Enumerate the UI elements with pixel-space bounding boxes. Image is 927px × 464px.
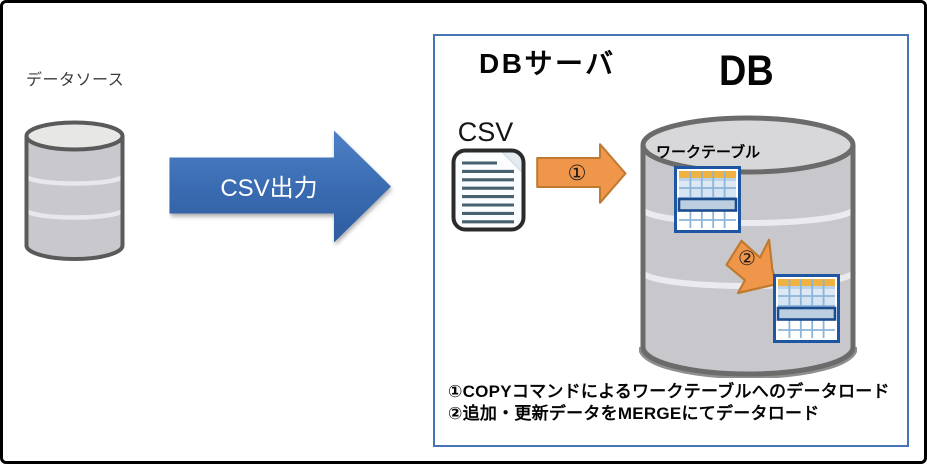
note-step2: ②追加・更新データをMERGEにてデータロード — [448, 403, 820, 423]
work-table-icon — [674, 166, 741, 233]
csv-file-icon — [451, 148, 526, 232]
notes-block: ①COPYコマンドによるワークテーブルへのデータロード ②追加・更新データをME… — [448, 381, 900, 424]
db-server-title: DBサーバ — [479, 48, 616, 79]
datasource-label: データソース — [26, 72, 125, 89]
csv-file-label: CSV — [457, 117, 514, 147]
db-title: DB — [719, 47, 774, 95]
target-table-icon — [773, 274, 840, 343]
step1-arrow-icon — [536, 143, 627, 204]
work-table-label: ワークテーブル — [656, 144, 761, 161]
csv-export-arrow-label: CSV出力 — [220, 175, 318, 202]
csv-export-arrow-icon — [169, 130, 391, 243]
step2-marker: ② — [738, 248, 756, 270]
note-step1: ①COPYコマンドによるワークテーブルへのデータロード — [448, 382, 890, 401]
step1-marker: ① — [567, 162, 587, 185]
db-server-box — [433, 34, 909, 447]
datasource-cylinder-icon — [24, 120, 125, 261]
